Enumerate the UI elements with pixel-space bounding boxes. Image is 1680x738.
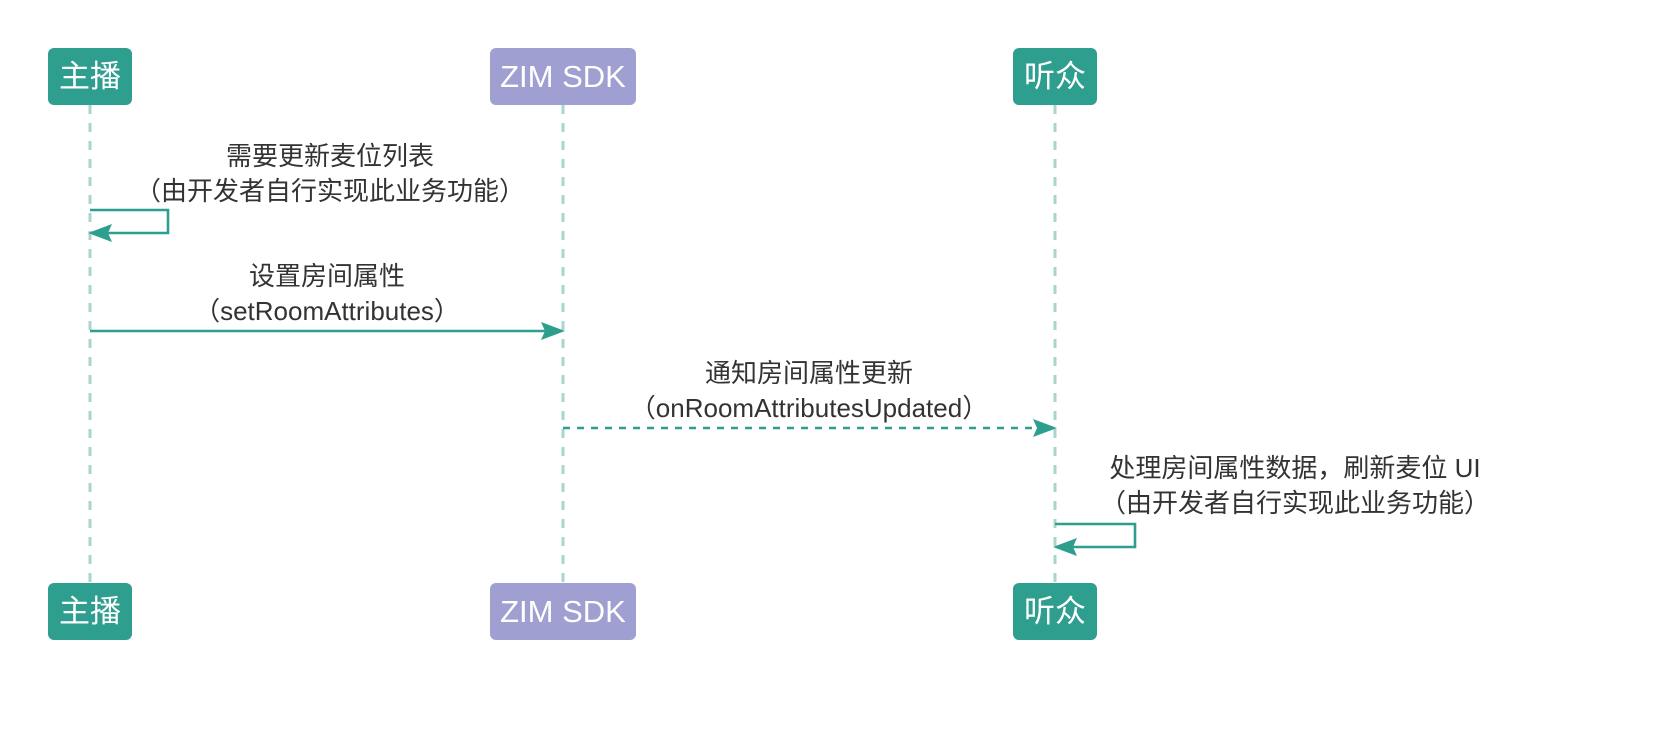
message-2-arrowhead [541, 322, 565, 340]
message-2-group: 设置房间属性 （setRoomAttributes） [90, 261, 565, 340]
message-3-label-line-1: 通知房间属性更新 [705, 358, 913, 388]
message-3-arrowhead [1033, 419, 1057, 437]
actor-audience-top-label: 听众 [1024, 59, 1086, 94]
actor-audience-bottom-label: 听众 [1024, 594, 1086, 629]
message-1-label-line-1: 需要更新麦位列表 [226, 141, 434, 171]
actor-host-bottom[interactable]: 主播 [48, 583, 132, 640]
actor-host-bottom-box[interactable] [48, 583, 132, 640]
message-4-label-line-1: 处理房间属性数据，刷新麦位 UI [1109, 453, 1480, 483]
actor-boxes-top: 主播 ZIM SDK 听众 [48, 48, 1097, 105]
actor-zim-sdk-bottom-box[interactable] [490, 583, 636, 640]
message-4-group: 处理房间属性数据，刷新麦位 UI （由开发者自行实现此业务功能） [1053, 453, 1490, 556]
actor-audience-bottom[interactable]: 听众 [1013, 583, 1097, 640]
message-2-label-line-1: 设置房间属性 [249, 261, 405, 291]
actor-host-top-box[interactable] [48, 48, 132, 105]
message-1-group: 需要更新麦位列表 （由开发者自行实现此业务功能） [88, 141, 525, 242]
message-1-label-line-2: （由开发者自行实现此业务功能） [135, 176, 525, 206]
actor-boxes-bottom: 主播 ZIM SDK 听众 [48, 583, 1097, 640]
message-4-label-line-2: （由开发者自行实现此业务功能） [1100, 488, 1490, 518]
actor-audience-bottom-box[interactable] [1013, 583, 1097, 640]
message-1-self-loop-line [90, 208, 170, 235]
message-3-group: 通知房间属性更新 （onRoomAttributesUpdated） [563, 358, 1057, 437]
message-4-self-loop-line [1055, 522, 1137, 549]
message-1-arrowhead [88, 224, 112, 242]
message-3-label-line-2: （onRoomAttributesUpdated） [630, 393, 988, 423]
actor-zim-sdk-bottom[interactable]: ZIM SDK [490, 583, 636, 640]
actor-host-top[interactable]: 主播 [48, 48, 132, 105]
message-2-label-line-2: （setRoomAttributes） [194, 296, 460, 326]
message-4-arrowhead [1053, 538, 1077, 556]
actor-zim-sdk-bottom-label: ZIM SDK [500, 594, 626, 629]
actor-host-bottom-label: 主播 [59, 594, 121, 629]
actor-host-top-label: 主播 [59, 59, 121, 94]
actor-audience-top[interactable]: 听众 [1013, 48, 1097, 105]
actor-zim-sdk-top-box[interactable] [490, 48, 636, 105]
actor-audience-top-box[interactable] [1013, 48, 1097, 105]
actor-zim-sdk-top[interactable]: ZIM SDK [490, 48, 636, 105]
lifelines-group [88, 105, 1057, 583]
actor-zim-sdk-top-label: ZIM SDK [500, 59, 626, 94]
